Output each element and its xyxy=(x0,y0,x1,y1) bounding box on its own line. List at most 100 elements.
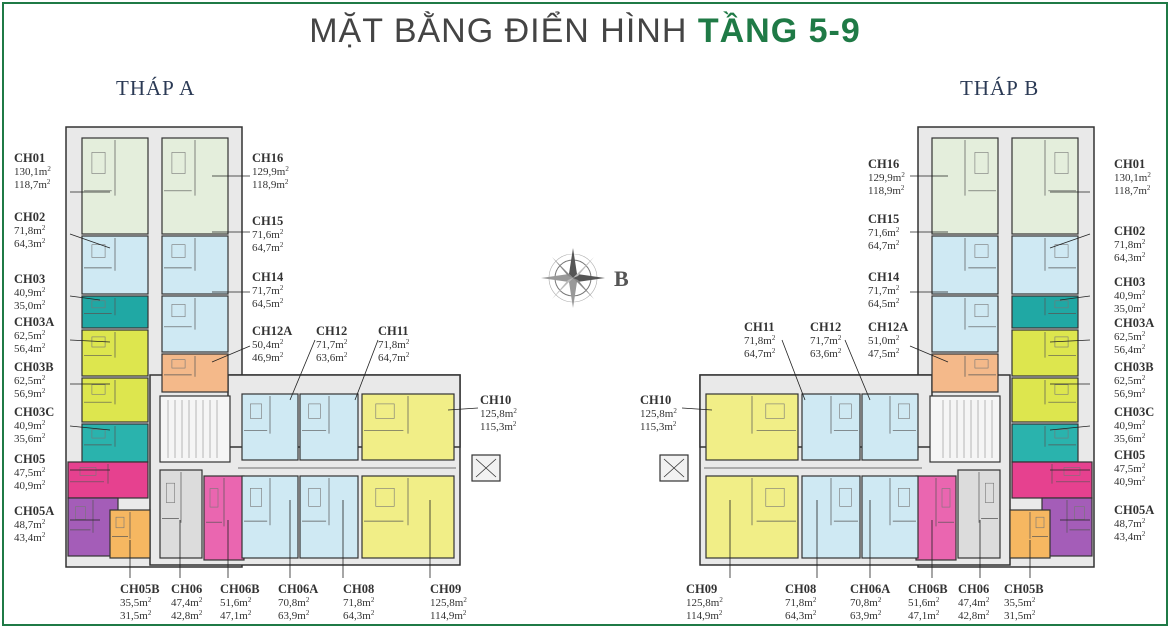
unit-b-ch05-furniture xyxy=(1063,467,1081,476)
unit-a-ch16-furniture xyxy=(171,152,186,174)
unit-b-ch12a-east-furniture xyxy=(898,403,910,419)
unit-a-ch05b-furniture xyxy=(115,516,125,529)
unit-a-ch15-furniture xyxy=(171,244,186,258)
leader-a-13 xyxy=(354,339,379,401)
unit-a-ch05-furniture xyxy=(79,467,97,476)
entrance-a-x xyxy=(475,458,497,478)
unit-a-ch09-furniture xyxy=(375,487,395,507)
compass-letter: B xyxy=(614,266,629,291)
title-highlight: TẦNG 5-9 xyxy=(697,12,861,50)
leader-a-11 xyxy=(211,345,251,363)
tower-a-label: THÁP A xyxy=(116,76,196,100)
unit-b-ch05a-furniture xyxy=(1074,506,1085,520)
leader-b-2 xyxy=(1059,295,1091,301)
tower-a-plan xyxy=(65,126,501,578)
unit-a-ch03b2-furniture xyxy=(91,384,106,395)
unit-a-ch06-furniture xyxy=(166,482,176,503)
leader-a-14 xyxy=(447,407,479,411)
unit-b-ch03c-furniture xyxy=(1054,429,1069,439)
unit-a-ch11-furniture xyxy=(308,403,321,419)
leader-b-11 xyxy=(909,345,949,363)
unit-a-ch12a-furniture xyxy=(171,359,186,369)
unit-b-ch03a-furniture xyxy=(1054,300,1069,309)
tower-b-plan xyxy=(659,126,1095,578)
unit-a-ch01-furniture xyxy=(91,152,106,174)
unit-b-ch09-furniture xyxy=(765,487,785,507)
leader-b-5 xyxy=(1049,425,1091,431)
unit-b-ch05b-furniture xyxy=(1035,516,1045,529)
unit-a-ch03c-furniture xyxy=(91,429,106,439)
unit-a-ch06a-furniture xyxy=(250,487,262,507)
entrance-b-x xyxy=(663,458,685,478)
unit-b-ch14-furniture xyxy=(974,304,989,318)
unit-a-ch08-furniture xyxy=(308,487,321,507)
unit-b-ch02-furniture xyxy=(1054,244,1069,258)
unit-b-ch06a-furniture xyxy=(898,487,910,507)
unit-b-ch11-furniture xyxy=(839,403,852,419)
unit-b-ch06-furniture xyxy=(984,482,994,503)
leader-b-1 xyxy=(1049,233,1091,249)
tower-b-label: THÁP B xyxy=(960,76,1040,100)
leader-a-1 xyxy=(69,233,111,249)
unit-b-ch03b2-furniture xyxy=(1054,384,1069,395)
unit-a-ch03a-furniture xyxy=(91,300,106,309)
core-b xyxy=(929,395,1001,463)
leader-a-5 xyxy=(69,425,111,431)
leader-b-3 xyxy=(1049,339,1091,343)
page-title: MẶT BẰNG ĐIỂN HÌNH TẦNG 5-9 xyxy=(0,12,1170,51)
title-main: MẶT BẰNG ĐIỂN HÌNH xyxy=(309,12,688,50)
unit-a-ch12a-east-furniture xyxy=(250,403,262,419)
leader-b-14 xyxy=(681,407,713,411)
unit-a-ch02-furniture xyxy=(91,244,106,258)
unit-b-ch01-furniture xyxy=(1054,152,1069,174)
unit-a-ch05a-furniture xyxy=(75,506,86,520)
leader-a-3 xyxy=(69,339,111,343)
unit-a-ch10-furniture xyxy=(375,403,395,419)
leader-b-13 xyxy=(781,339,806,401)
unit-a-ch14-furniture xyxy=(171,304,186,318)
leader-a-12 xyxy=(289,339,316,401)
unit-b-ch08-furniture xyxy=(839,487,852,507)
unit-b-ch06b-furniture xyxy=(941,488,951,508)
unit-b-ch15-furniture xyxy=(974,244,989,258)
